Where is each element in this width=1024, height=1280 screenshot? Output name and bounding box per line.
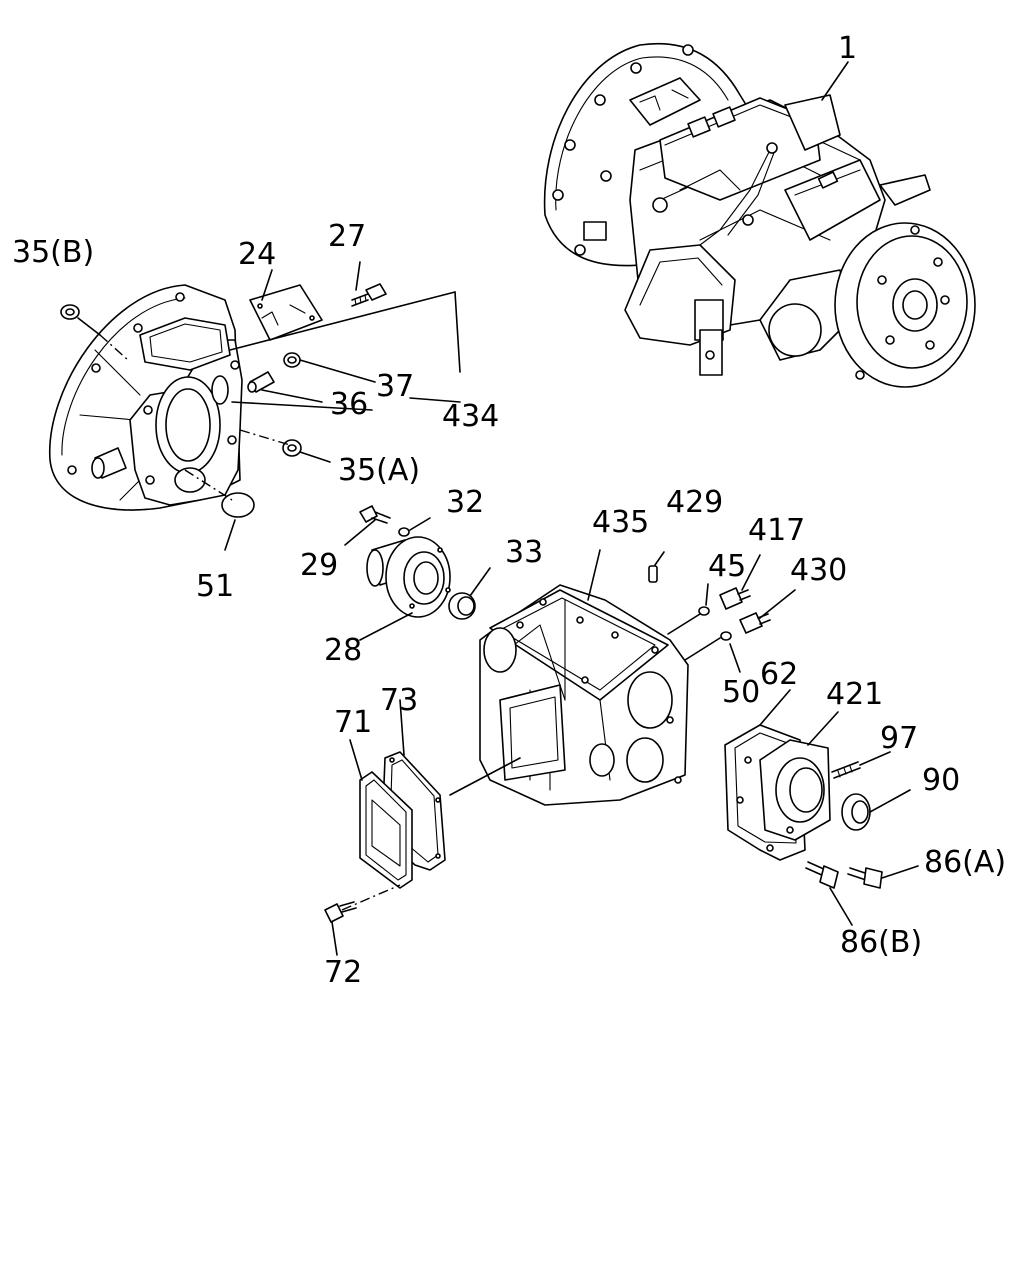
- callout-24: 24: [238, 237, 276, 272]
- callout-36: 36: [330, 387, 368, 422]
- callout-35b: 35(B): [12, 235, 94, 270]
- part-51-plug: [221, 492, 255, 518]
- callout-35a: 35(A): [338, 453, 420, 488]
- callout-73: 73: [380, 683, 418, 718]
- callout-417: 417: [748, 513, 805, 548]
- callout-72: 72: [324, 955, 362, 990]
- callout-435: 435: [592, 505, 649, 540]
- clutch-housing-drawing: [49, 284, 243, 511]
- callout-32: 32: [446, 485, 484, 520]
- callout-50: 50: [722, 675, 760, 710]
- callout-86b: 86(B): [840, 925, 922, 960]
- callout-71: 71: [334, 705, 372, 740]
- part-45-oring: [698, 606, 710, 616]
- part-90-seal-drawing: [841, 793, 871, 831]
- part-430-plug-drawing: [739, 612, 771, 634]
- part-24-plate-drawing: [249, 284, 323, 341]
- callout-421: 421: [826, 677, 883, 712]
- leader-lines: [77, 61, 919, 956]
- part-429-pin-drawing: [648, 565, 658, 583]
- part-29-bolt-drawing: [359, 505, 391, 524]
- callout-429: 429: [666, 485, 723, 520]
- part-417-switch-drawing: [719, 587, 751, 610]
- callout-62: 62: [760, 657, 798, 692]
- callout-27: 27: [328, 219, 366, 254]
- callout-430: 430: [790, 553, 847, 588]
- callout-90: 90: [922, 763, 960, 798]
- callout-86a: 86(A): [924, 845, 1006, 880]
- part-86b-bolt-drawing: [805, 861, 839, 889]
- part-27-bolt-drawing: [351, 283, 387, 307]
- part-50-oring: [720, 631, 732, 641]
- callout-97: 97: [880, 721, 918, 756]
- callout-labels: 1 35(B) 24 27 37 36 434 35(A) 51 32 29 3…: [12, 31, 1006, 990]
- callout-45: 45: [708, 549, 746, 584]
- callout-1: 1: [838, 31, 857, 66]
- part-72-bolt-drawing: [324, 901, 357, 923]
- callout-51: 51: [196, 569, 234, 604]
- transmission-case-drawing: [479, 584, 689, 806]
- rear-cover-drawing: [724, 724, 831, 861]
- callout-29: 29: [300, 548, 338, 583]
- part-71-cover-drawing: [359, 771, 413, 889]
- part-97-stud-drawing: [831, 761, 861, 779]
- part-28-retainer-drawing: [366, 536, 451, 618]
- callout-33: 33: [505, 535, 543, 570]
- part-32-oring: [398, 527, 410, 537]
- callout-28: 28: [324, 633, 362, 668]
- transmission-assembly-drawing: [543, 43, 976, 388]
- callout-434: 434: [442, 399, 499, 434]
- callout-37: 37: [376, 369, 414, 404]
- part-33-seal-drawing: [448, 592, 476, 620]
- part-86a-bolt-drawing: [847, 867, 883, 889]
